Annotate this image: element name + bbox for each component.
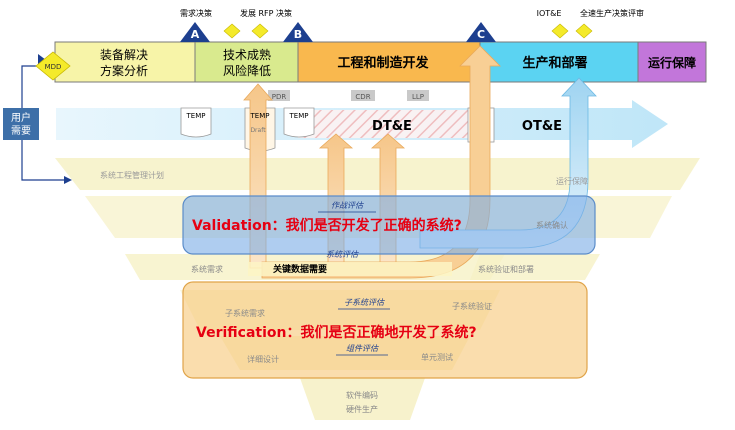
ote-label: OT&E — [522, 119, 562, 134]
milestone-b-triangle — [283, 22, 313, 42]
full-rate-decision-label: 全速生产决策评审 — [580, 8, 644, 18]
demand-decision-label: 需求决策 — [180, 8, 212, 18]
phase-tech-maturation-line2: 风险降低 — [223, 63, 271, 78]
subsystem-eval-label: 子系统评估 — [344, 298, 385, 307]
phase-production-label: 生产和部署 — [522, 55, 587, 71]
temp-3-label: TEMP — [289, 112, 309, 120]
phase-solution-analysis — [54, 41, 196, 83]
phase-tech-maturation-line1: 技术成熟 — [223, 47, 271, 62]
system-confirm-label: 系统确认 — [536, 220, 568, 230]
component-eval-label: 组件评估 — [346, 344, 379, 353]
decision-diamond-1 — [223, 23, 241, 39]
mdd-label: MDD — [45, 63, 62, 71]
verification-callout: Verification：我们是否正确地开发了系统? — [196, 324, 477, 341]
mdd-diamond — [35, 51, 71, 81]
dte-label: DT&E — [372, 119, 412, 134]
key-data-needs-strip — [248, 262, 452, 276]
milestone-c-label: C — [477, 28, 485, 41]
cdr-label: CDR — [355, 93, 370, 101]
decision-diamond-3 — [551, 23, 569, 39]
phase-operations — [637, 41, 707, 83]
ops-assessment-label: 运行保障 — [556, 176, 588, 186]
hardware-production-label: 硬件生产 — [346, 404, 378, 414]
phase-tech-maturation — [194, 41, 299, 83]
phase-emd — [297, 41, 481, 83]
dte-hatch — [298, 110, 468, 138]
draft-label: Draft — [250, 127, 266, 134]
pdr-label: PDR — [272, 93, 287, 101]
milestone-c-triangle — [466, 22, 496, 42]
se-plan-label: 系统工程管理计划 — [100, 170, 164, 180]
milestone-a-triangle — [180, 22, 210, 42]
user-needs-line1: 用户 — [11, 111, 31, 124]
phase-solution-analysis-line1: 装备解决 — [100, 48, 148, 62]
user-needs-box — [3, 108, 39, 140]
detailed-design-label: 详细设计 — [247, 354, 279, 364]
llp-label: LLP — [412, 93, 424, 101]
system-verify-deploy-label: 系统验证和部署 — [478, 264, 534, 274]
subsystem-requirements-label: 子系统需求 — [225, 308, 265, 318]
subsystem-verify-label: 子系统验证 — [452, 301, 492, 311]
milestones — [180, 22, 593, 42]
milestone-b-label: B — [294, 28, 302, 41]
ops-eval-label: 作战评估 — [331, 201, 364, 210]
phase-production — [479, 41, 639, 83]
temp-doc-1 — [180, 107, 212, 138]
phase-emd-label: 工程和制造开发 — [337, 55, 429, 71]
temp-2-label: TEMP — [250, 112, 270, 120]
validation-box — [182, 195, 596, 255]
user-loop — [3, 51, 72, 184]
software-coding-label: 软件编码 — [346, 390, 378, 400]
review-tags — [268, 90, 429, 101]
decision-diamond-2 — [251, 23, 269, 39]
system-eval-label: 系统评估 — [326, 250, 359, 259]
system-requirements-label: 系统需求 — [191, 264, 223, 274]
phase-bar — [54, 41, 707, 83]
milestone-a-label: A — [191, 28, 200, 41]
validation-callout: Validation：我们是否开发了正确的系统? — [192, 217, 462, 234]
verification-box — [182, 281, 588, 379]
user-needs-line2: 需要 — [11, 125, 31, 137]
iote-label: IOT&E — [537, 9, 562, 18]
develop-rfp-decision-label: 发展 RFP 决策 — [240, 8, 292, 18]
unit-test-label: 单元测试 — [421, 352, 453, 362]
temp-doc-3 — [283, 107, 315, 138]
phase-operations-label: 运行保障 — [648, 55, 696, 70]
key-data-needs-label: 关键数据需要 — [273, 263, 327, 275]
phase-solution-analysis-line2: 方案分析 — [100, 63, 148, 78]
temp-1-label: TEMP — [186, 112, 206, 120]
decision-diamond-4 — [575, 23, 593, 39]
